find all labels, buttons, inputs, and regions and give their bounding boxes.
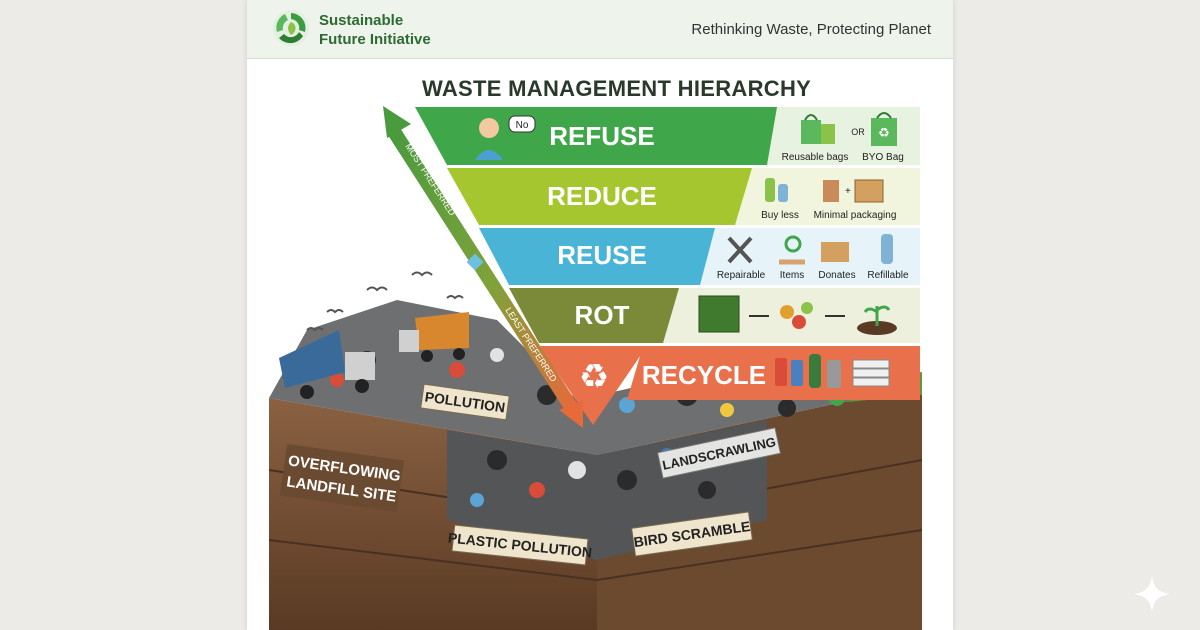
caption-repairable: Repairable bbox=[717, 270, 766, 281]
or-text: OR bbox=[851, 127, 865, 137]
bottle-icon bbox=[809, 354, 841, 388]
infographic-card: Sustainable Future Initiative Rethinking… bbox=[247, 0, 953, 630]
tier-refuse: REFUSE No OR ♻ bbox=[415, 107, 920, 165]
header-bar: Sustainable Future Initiative Rethinking… bbox=[247, 0, 953, 59]
donation-box-icon bbox=[821, 242, 849, 262]
sparkle-icon bbox=[1134, 576, 1170, 612]
tier-reduce-band bbox=[447, 168, 757, 225]
tier-recycle: ♻ RECYCLE bbox=[539, 346, 920, 425]
speech-no-text: No bbox=[516, 120, 529, 131]
arrow-head-top bbox=[383, 106, 411, 138]
recycle-icon: ♻ bbox=[579, 357, 609, 397]
tier-reduce: REDUCE + Buy less Minimal packaging bbox=[447, 168, 920, 225]
compost-bin-icon bbox=[698, 295, 740, 333]
tier-reuse-panel bbox=[700, 228, 920, 285]
tagline: Rethinking Waste, Protecting Planet bbox=[691, 21, 931, 38]
tier-reuse-label: REUSE bbox=[557, 240, 647, 270]
birds bbox=[306, 271, 464, 332]
can-icon bbox=[775, 358, 803, 386]
person-saying-no-icon: No bbox=[475, 115, 536, 160]
hierarchy-scene: REFUSE No OR ♻ bbox=[268, 106, 923, 630]
caption-refillable: Refillable bbox=[867, 270, 909, 281]
tier-rot-band bbox=[509, 288, 683, 343]
caption-byo-bag: BYO Bag bbox=[862, 152, 904, 163]
soil-strata-2 bbox=[268, 529, 923, 582]
hand-gear-icon bbox=[779, 235, 805, 265]
soil-sprout-icon bbox=[857, 305, 897, 335]
tier-reuse-band bbox=[479, 228, 720, 285]
caption-reusable-bags: Reusable bags bbox=[782, 152, 849, 163]
sign-bird-scramble: BIRD SCRAMBLE bbox=[631, 511, 753, 557]
box-icon bbox=[854, 179, 884, 203]
brand-line-1: Sustainable bbox=[319, 12, 404, 29]
brand-name: Sustainable Future Initiative bbox=[319, 11, 431, 49]
tier-reuse: REUSE Repairable Items Donates Refillabl… bbox=[479, 228, 920, 285]
tier-refuse-label: REFUSE bbox=[549, 121, 654, 151]
arrow-shaft bbox=[387, 126, 579, 414]
sign-overflowing-landfill: OVERFLOWING LANDFILL SITE bbox=[279, 444, 405, 512]
dump-truck-orange bbox=[399, 312, 469, 362]
tier-rot: ROT bbox=[509, 288, 920, 343]
reusable-bag-icon bbox=[801, 114, 835, 144]
caption-items: Items bbox=[780, 270, 804, 281]
hierarchy-tiers: REFUSE No OR ♻ bbox=[415, 107, 920, 425]
recycle-leaf-logo-icon bbox=[273, 10, 309, 46]
plus-text: + bbox=[845, 186, 851, 197]
tools-icon bbox=[727, 236, 753, 264]
tier-recycle-panel bbox=[627, 346, 920, 400]
caption-buy-less: Buy less bbox=[761, 210, 799, 221]
dump-truck-blue bbox=[279, 330, 375, 399]
brand-line-2: Future Initiative bbox=[319, 31, 431, 48]
paper-stack-icon bbox=[852, 359, 890, 387]
food-scraps-icon bbox=[780, 302, 813, 329]
caption-minimal-packaging: Minimal packaging bbox=[814, 210, 897, 221]
byo-bag-icon: ♻ bbox=[871, 112, 897, 146]
caption-donates: Donates bbox=[818, 270, 855, 281]
bag-icon bbox=[823, 180, 839, 202]
svg-text:♻: ♻ bbox=[878, 126, 890, 141]
diagram-title: WASTE MANAGEMENT HIERARCHY bbox=[422, 76, 812, 101]
tier-rot-label: ROT bbox=[575, 300, 630, 330]
tier-recycle-label: RECYCLE bbox=[642, 360, 766, 390]
bottles-icon bbox=[765, 178, 788, 202]
tier-reduce-label: REDUCE bbox=[547, 181, 657, 211]
arrow-head-bottom bbox=[559, 400, 583, 428]
refillable-bottle-icon bbox=[881, 234, 893, 264]
tier-recycle-band bbox=[539, 346, 647, 425]
arrow-diamond bbox=[466, 253, 484, 271]
